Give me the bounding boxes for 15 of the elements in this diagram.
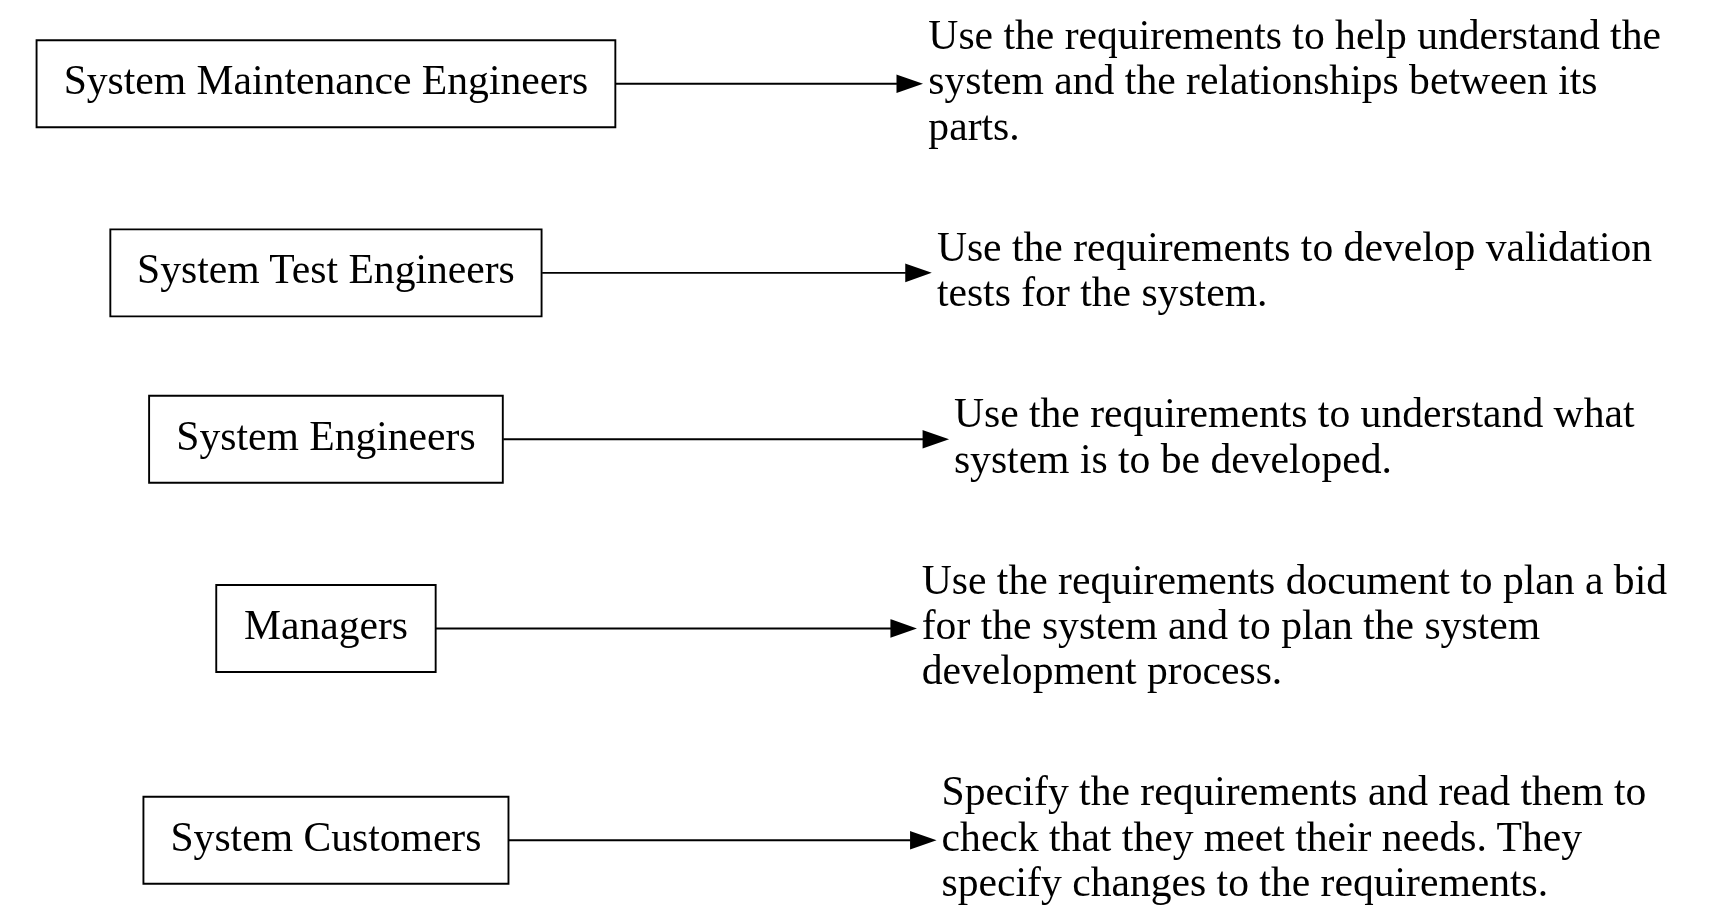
node-box: System Customers — [142, 795, 510, 885]
node-text: Use the requirements document to plan a bid for the system and to plan the system development process. — [921, 556, 1668, 694]
node-box: System Test Engineers — [109, 228, 543, 318]
arrow — [434, 619, 917, 638]
node-box: System Maintenance Engineers — [35, 39, 617, 129]
arrow — [541, 263, 932, 283]
arrow — [614, 74, 923, 93]
node-box: Managers — [215, 584, 437, 673]
node-text: Use the requirements to help understand the system and the relationships between its parts. — [928, 11, 1661, 149]
node-box: System Engineers — [148, 394, 504, 484]
node-text: Use the requirements to understand what system is to be developed. — [953, 390, 1635, 482]
arrow — [502, 430, 950, 449]
arrow — [507, 831, 937, 850]
node-text: Use the requirements to develop validation tests for the system. — [936, 223, 1653, 316]
node-text: Specify the requirements and read them to check that they meet their needs. They specify changes to the requirements. — [941, 768, 1647, 906]
